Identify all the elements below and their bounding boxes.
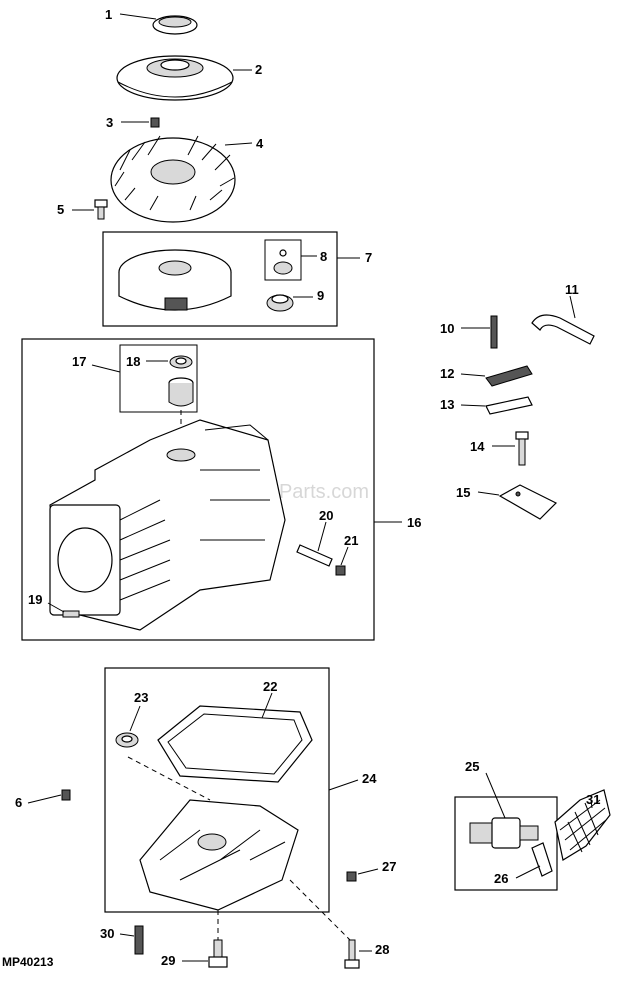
callout-17[interactable]: 17 — [72, 354, 86, 369]
leader-30 — [119, 933, 135, 937]
diagram-code: MP40213 — [2, 955, 54, 969]
callout-18[interactable]: 18 — [126, 354, 140, 369]
leader-12 — [460, 373, 486, 377]
part-1-cap[interactable] — [152, 15, 198, 35]
leader-31 — [590, 799, 593, 809]
callout-3[interactable]: 3 — [106, 115, 113, 130]
leader-21 — [340, 546, 349, 566]
dashed-line-28 — [289, 879, 351, 941]
callout-16[interactable]: 16 — [407, 515, 421, 530]
cylinder-block[interactable] — [49, 419, 286, 631]
callout-14[interactable]: 14 — [470, 439, 485, 454]
part-10-bolt[interactable] — [490, 315, 498, 349]
part-31-drain-hose[interactable] — [554, 789, 611, 861]
part-28-bolt[interactable] — [344, 939, 360, 969]
drain-valve-box — [454, 796, 558, 891]
part-13-gasket[interactable] — [485, 396, 533, 415]
leader-27 — [357, 868, 379, 875]
part-26-lever[interactable] — [531, 842, 553, 877]
leader-15 — [477, 491, 500, 496]
part-25-drain-valve[interactable] — [469, 817, 539, 849]
callout-5[interactable]: 5 — [57, 202, 64, 217]
sump[interactable] — [139, 799, 299, 911]
part-30-bolt[interactable] — [134, 925, 144, 955]
part-29-drain-plug[interactable] — [208, 939, 228, 968]
leader-17 — [91, 364, 121, 373]
callout-26[interactable]: 26 — [494, 871, 508, 886]
callout-20[interactable]: 20 — [319, 508, 333, 523]
part-4-fan[interactable] — [110, 135, 236, 223]
leader-1 — [119, 13, 157, 20]
part-11-breather-tube[interactable] — [531, 314, 595, 345]
part-8-key[interactable] — [273, 249, 293, 275]
part-19-dowel[interactable] — [62, 610, 80, 618]
leader-25 — [485, 772, 506, 819]
callout-24[interactable]: 24 — [362, 771, 377, 786]
leader-11 — [569, 295, 576, 319]
leader-24 — [328, 779, 359, 791]
part-17-bushing[interactable] — [168, 377, 194, 407]
callout-6[interactable]: 6 — [15, 795, 22, 810]
part-12-breather-plate[interactable] — [485, 365, 533, 387]
callout-12[interactable]: 12 — [440, 366, 454, 381]
leader-23 — [129, 705, 141, 732]
leader-22 — [261, 692, 273, 719]
part-9-gear[interactable] — [266, 294, 294, 312]
part-14-bolt[interactable] — [515, 431, 529, 466]
part-2-screen-cover[interactable] — [116, 55, 234, 101]
callout-31[interactable]: 31 — [586, 792, 600, 807]
dashed-line-23 — [127, 756, 211, 801]
part-27-nut[interactable] — [346, 871, 357, 882]
callout-30[interactable]: 30 — [100, 926, 114, 941]
part-21-nut[interactable] — [335, 565, 346, 576]
callout-19[interactable]: 19 — [28, 592, 42, 607]
callout-27[interactable]: 27 — [382, 859, 396, 874]
callout-29[interactable]: 29 — [161, 953, 175, 968]
part-20-pin[interactable] — [296, 544, 333, 567]
callout-28[interactable]: 28 — [375, 942, 389, 957]
callout-21[interactable]: 21 — [344, 533, 358, 548]
callout-8[interactable]: 8 — [320, 249, 327, 264]
leader-13 — [460, 404, 486, 407]
callout-1[interactable]: 1 — [105, 7, 112, 22]
part-15-reed-plate[interactable] — [498, 484, 558, 520]
callout-25[interactable]: 25 — [465, 759, 479, 774]
callout-4[interactable]: 4 — [256, 136, 264, 151]
flywheel[interactable] — [118, 249, 232, 311]
callout-10[interactable]: 10 — [440, 321, 454, 336]
callout-7[interactable]: 7 — [365, 250, 372, 265]
callout-9[interactable]: 9 — [317, 288, 324, 303]
part-18-seal[interactable] — [169, 355, 193, 369]
part-17-box — [119, 344, 198, 413]
cylinder-block-box — [21, 338, 375, 641]
part-23-oil-seal[interactable] — [115, 732, 139, 748]
leader-20 — [317, 521, 327, 552]
callout-23[interactable]: 23 — [134, 690, 148, 705]
callout-13[interactable]: 13 — [440, 397, 454, 412]
callout-22[interactable]: 22 — [263, 679, 277, 694]
part-8-key-box — [264, 239, 302, 281]
leader-4 — [224, 142, 253, 146]
leader-19 — [47, 602, 65, 613]
part-22-gasket[interactable] — [157, 705, 313, 783]
callout-15[interactable]: 15 — [456, 485, 470, 500]
callout-2[interactable]: 2 — [255, 62, 262, 77]
leader-6 — [27, 794, 62, 804]
leader-26 — [515, 865, 541, 879]
part-6-plug[interactable] — [61, 789, 71, 801]
callout-11[interactable]: 11 — [565, 282, 579, 297]
flywheel-assembly-box — [102, 231, 338, 327]
part-3-nut[interactable] — [150, 117, 160, 128]
part-5-bolt[interactable] — [94, 199, 108, 220]
